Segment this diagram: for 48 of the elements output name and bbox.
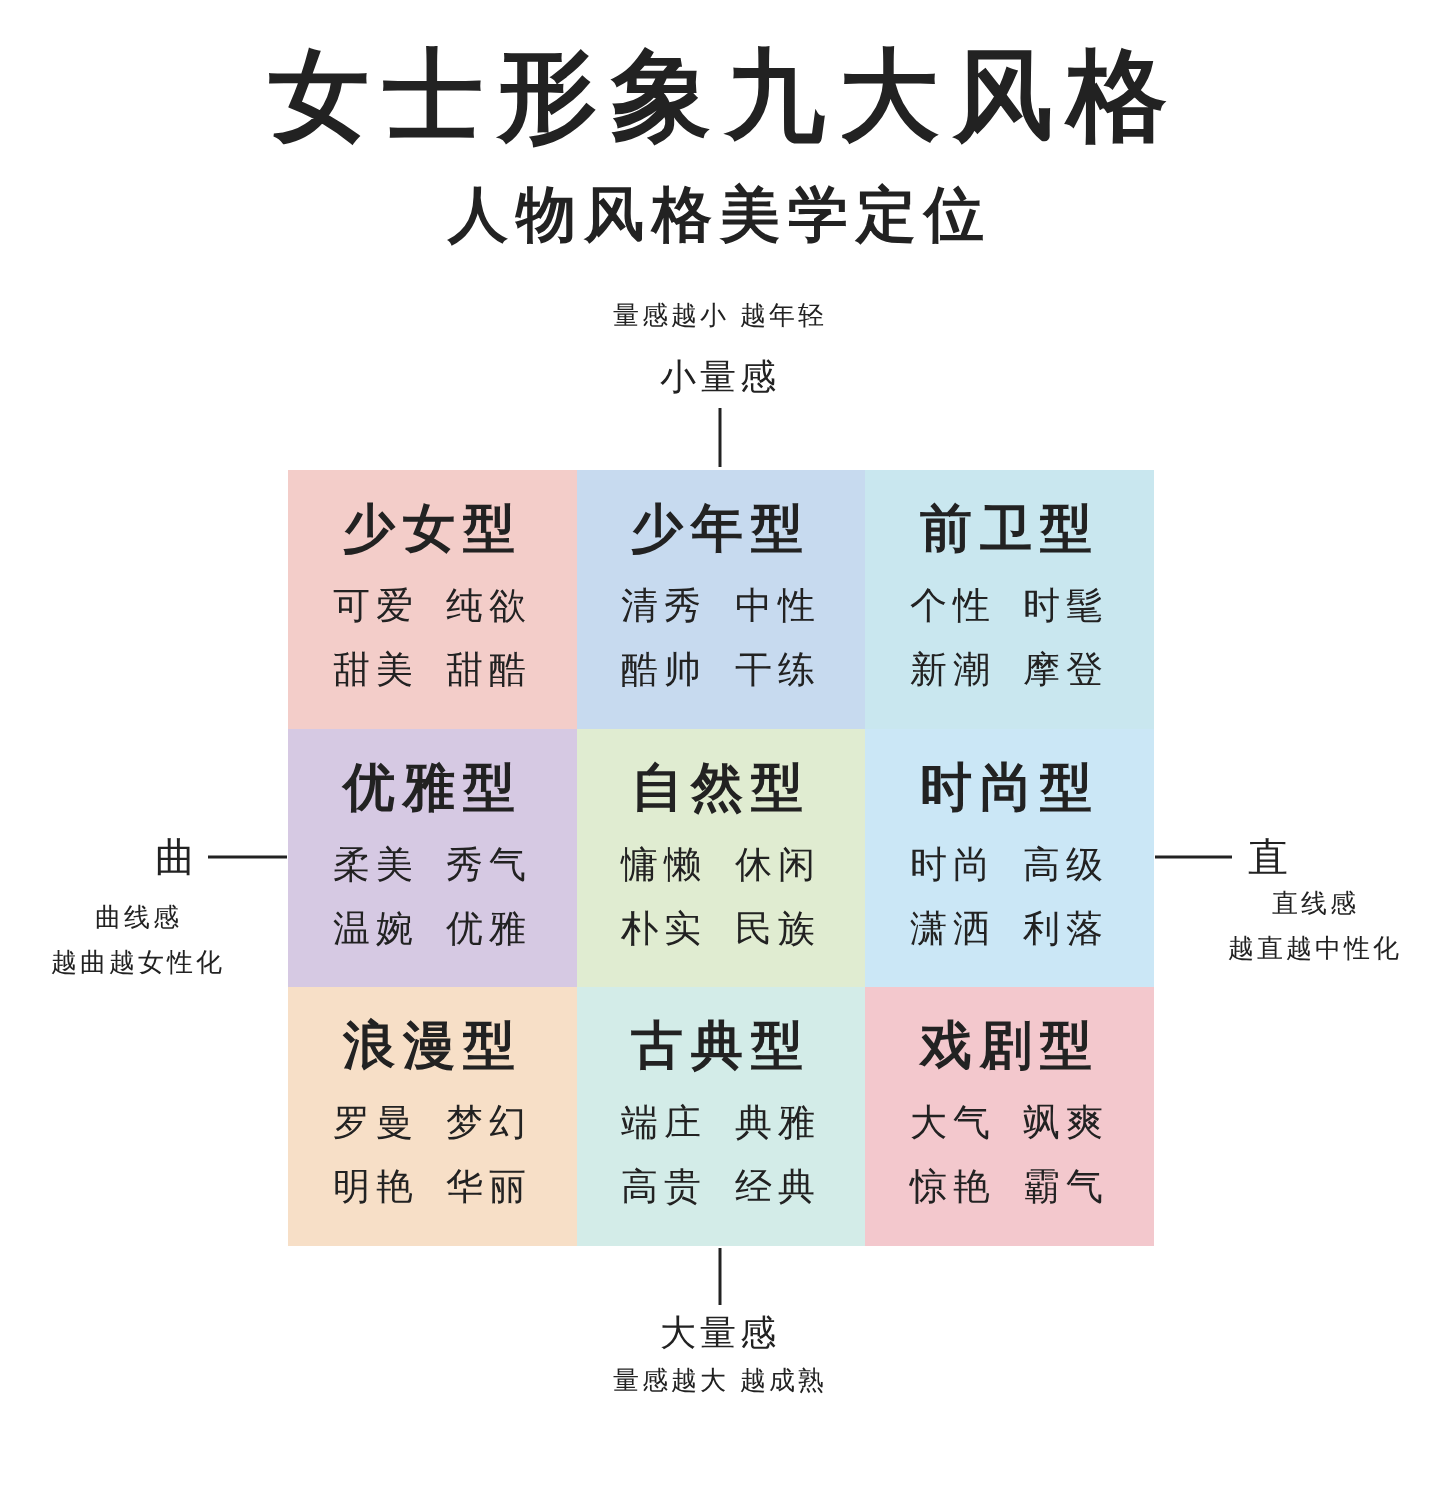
cell-keywords: 新潮 摩登 — [909, 647, 1110, 693]
axis-note: 量感越小 越年轻 — [613, 298, 828, 332]
style-cell — [576, 728, 866, 988]
cell-keywords: 清秀 中性 — [621, 583, 821, 629]
cell-keywords: 罗曼 梦幻 — [332, 1100, 533, 1146]
axis-note: 越曲越女性化 — [51, 945, 225, 979]
cell-heading: 少女型 — [342, 498, 523, 558]
cell-keywords: 个性 时髦 — [909, 583, 1110, 629]
cell-keywords: 惊艳 霸气 — [909, 1164, 1110, 1210]
cell-heading: 优雅型 — [342, 756, 523, 817]
axis-label: 大量感 — [660, 1310, 780, 1355]
cell-keywords: 温婉 优雅 — [332, 905, 533, 952]
subtitle: 人物风格美学定位 — [448, 177, 992, 251]
axis-note: 曲线感 — [94, 900, 182, 934]
cell-keywords: 酷帅 干练 — [621, 647, 821, 693]
style-cell — [865, 987, 1154, 1246]
cell-keywords: 可爱 纯欲 — [332, 583, 533, 629]
axis-note: 直线感 — [1271, 886, 1359, 920]
cell-heading: 少年型 — [631, 498, 811, 558]
cell-heading: 戏剧型 — [919, 1015, 1100, 1075]
style-cell — [576, 470, 866, 729]
cell-heading: 前卫型 — [919, 498, 1100, 558]
axis-note: 量感越大 越成熟 — [613, 1363, 828, 1397]
axis-note: 越直越中性化 — [1228, 931, 1402, 965]
title: 女士形象九大风格 — [269, 35, 1181, 155]
cell-keywords: 慵懒 休闲 — [621, 841, 821, 888]
axis-label: 曲 — [155, 832, 195, 882]
cell-keywords: 端庄 典雅 — [621, 1100, 821, 1146]
style-cell — [288, 470, 577, 729]
cell-keywords: 潇洒 利落 — [909, 905, 1110, 952]
cell-keywords: 朴实 民族 — [621, 905, 821, 952]
cell-heading: 浪漫型 — [342, 1015, 523, 1075]
cell-keywords: 大气 飒爽 — [909, 1100, 1110, 1146]
cell-heading: 时尚型 — [919, 756, 1100, 817]
cell-keywords: 明艳 华丽 — [332, 1164, 533, 1210]
cell-keywords: 时尚 高级 — [909, 841, 1110, 888]
style-cell — [865, 728, 1154, 988]
cell-keywords: 柔美 秀气 — [332, 841, 533, 888]
style-cell — [576, 987, 866, 1246]
style-cell — [865, 470, 1154, 729]
cell-keywords: 高贵 经典 — [621, 1164, 821, 1210]
cell-keywords: 甜美 甜酷 — [332, 647, 533, 693]
cell-heading: 古典型 — [631, 1015, 811, 1075]
cell-heading: 自然型 — [631, 756, 811, 817]
style-cell — [288, 728, 577, 988]
axis-label: 直 — [1248, 832, 1288, 882]
style-cell — [288, 987, 577, 1246]
axis-label: 小量感 — [660, 354, 780, 399]
